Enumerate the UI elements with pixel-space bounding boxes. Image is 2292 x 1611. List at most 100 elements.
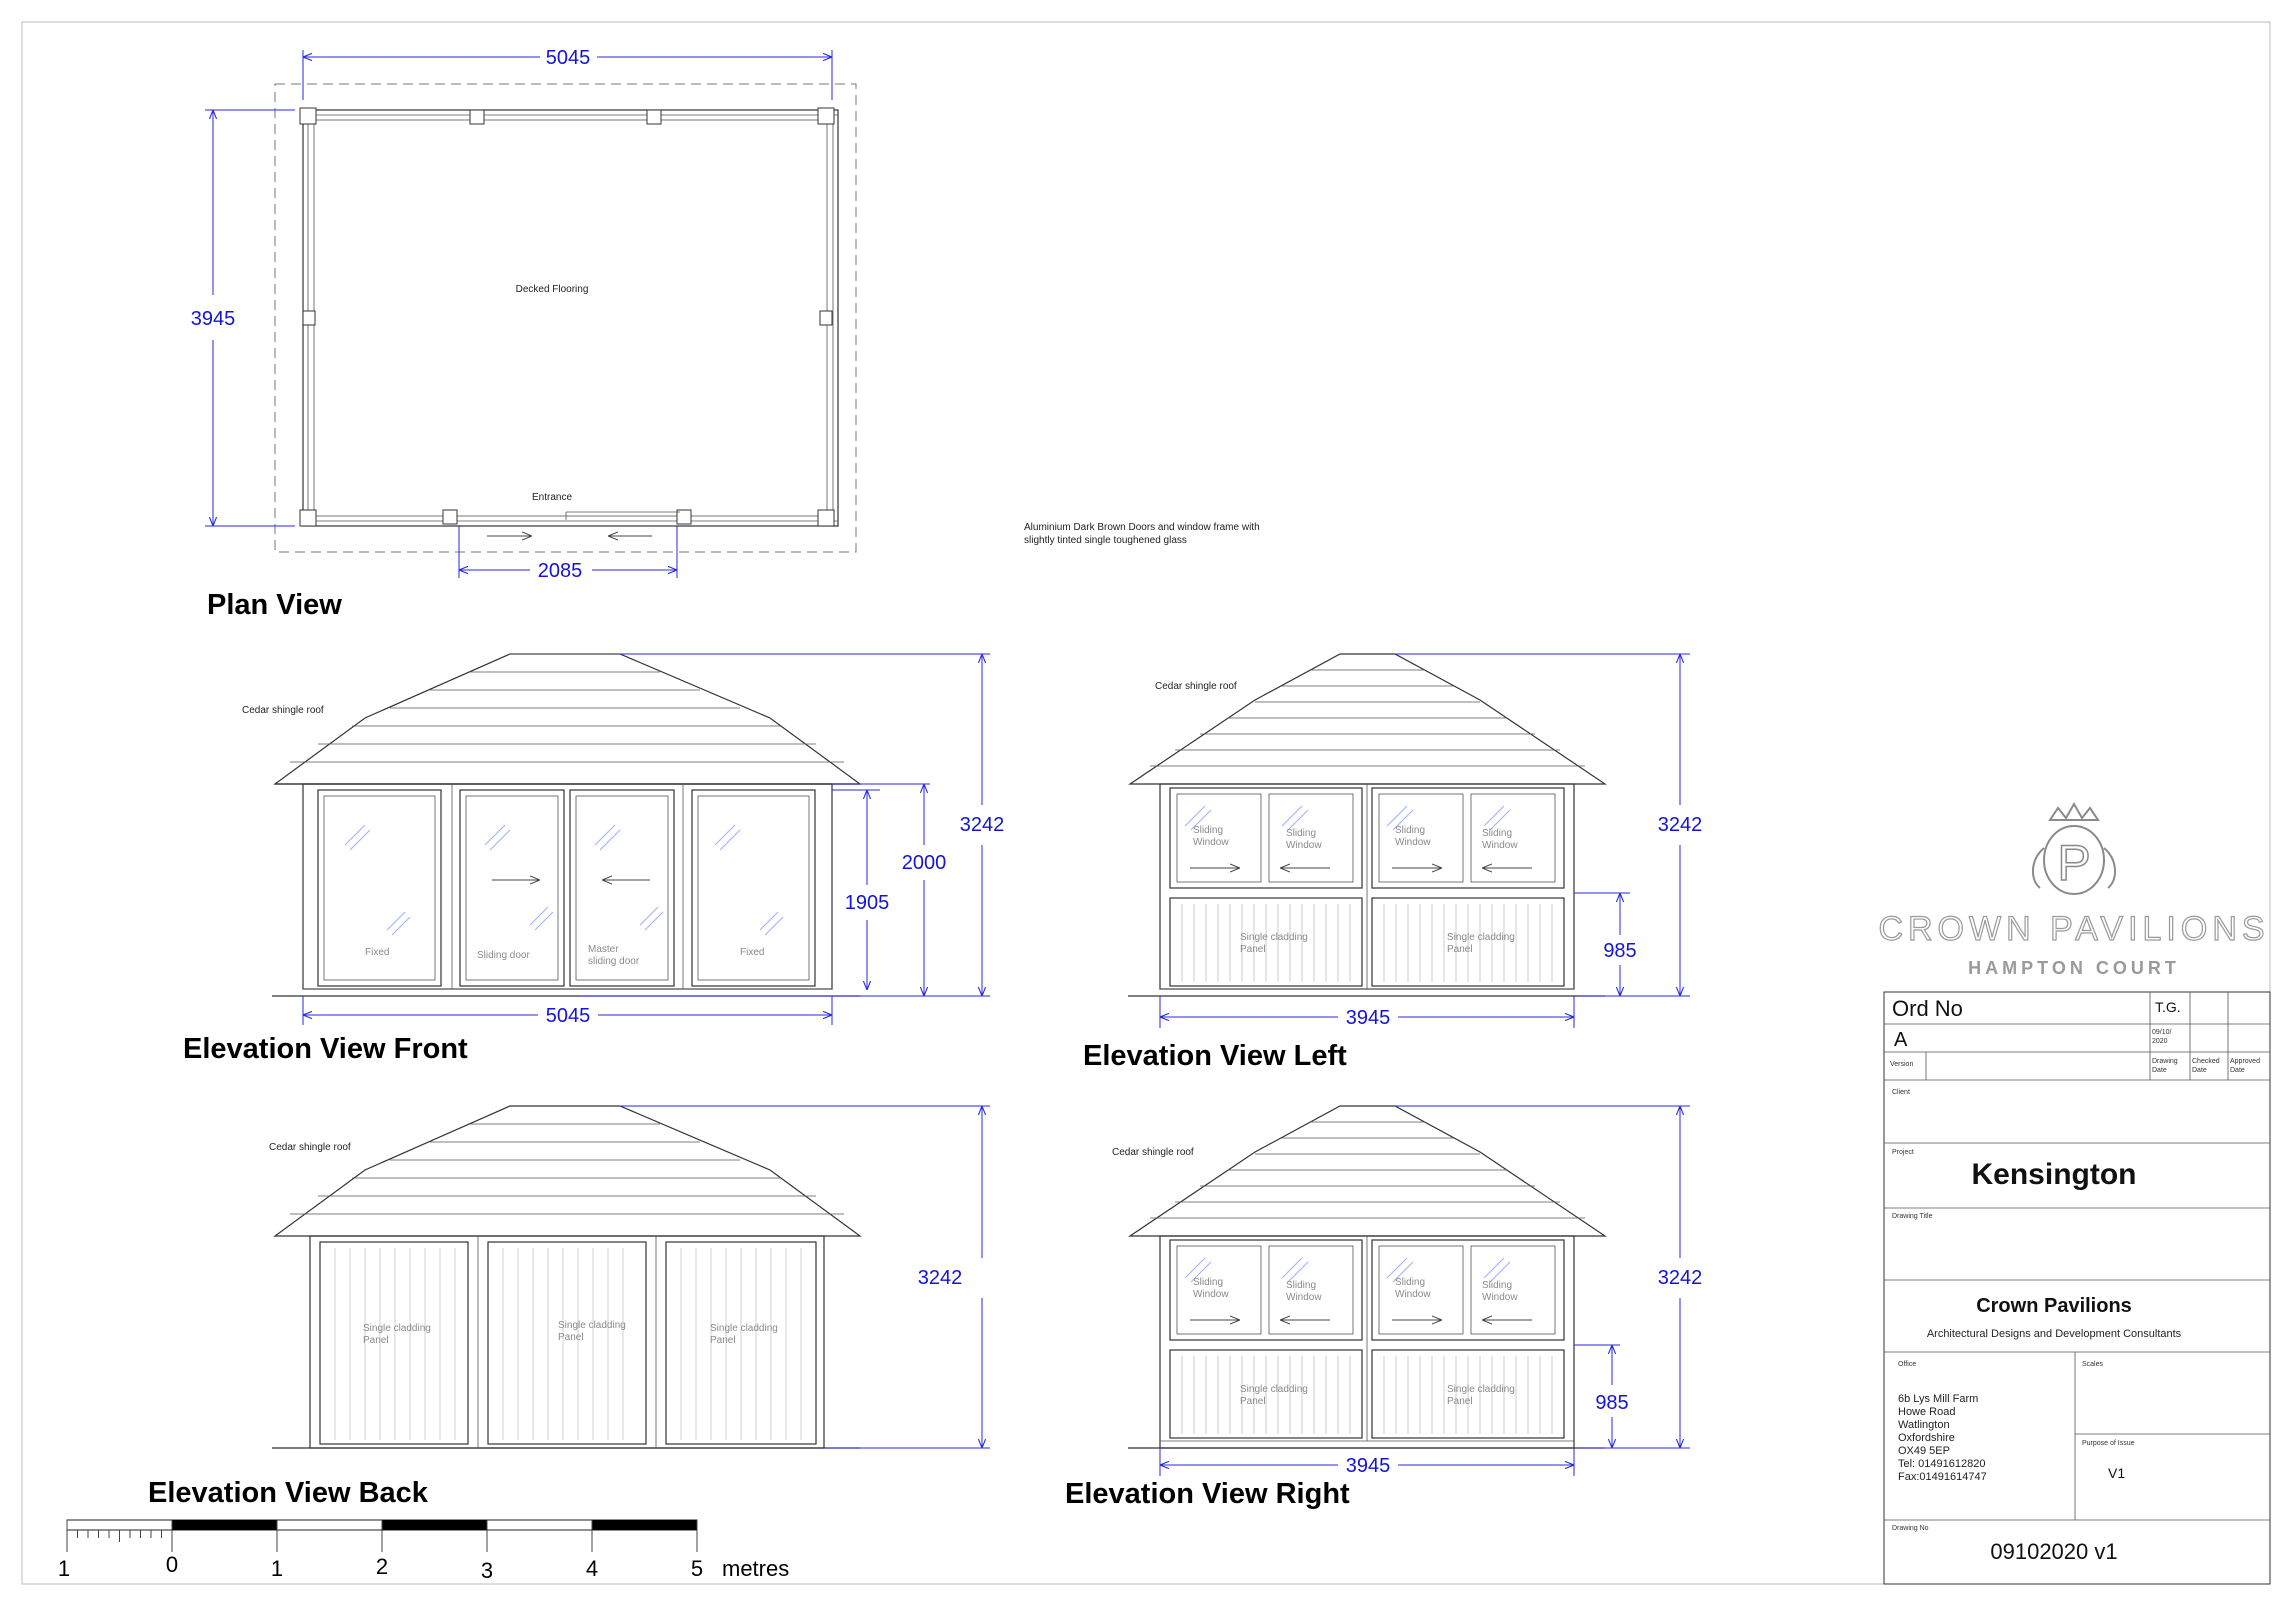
- office-address: 6b Lys Mill Farm Howe Road Watlington Ox…: [1898, 1393, 1987, 1483]
- front-panel-3-label-line2: sliding door: [588, 956, 640, 967]
- purpose-value: V1: [2108, 1465, 2125, 1481]
- right-window-3-label-line2: Window: [1395, 1289, 1431, 1300]
- back-height-value: 3242: [918, 1267, 963, 1289]
- scale-label-4: 3: [481, 1558, 493, 1583]
- left-panel-1-label-line1: Single cladding: [1240, 932, 1308, 943]
- right-sill-value: 985: [1595, 1392, 1628, 1414]
- address-line: OX49 5EP: [1898, 1445, 1950, 1457]
- address-line: Fax:01491614747: [1898, 1471, 1987, 1483]
- right-glass-reflections: [1184, 1257, 1511, 1283]
- back-panel-2-label-line2: Panel: [558, 1332, 584, 1343]
- left-windows: [1169, 787, 1565, 987]
- address-line: Tel: 01491612820: [1898, 1458, 1985, 1470]
- left-elevation-title: Elevation View Left: [1083, 1040, 1347, 1072]
- project-label: Project: [1892, 1149, 1914, 1156]
- left-window-4-label-line1: Sliding: [1482, 828, 1512, 839]
- approved-date-label-line2: Date: [2230, 1067, 2245, 1074]
- right-window-1-label-line1: Sliding: [1193, 1277, 1223, 1288]
- plan-view-title: Plan View: [207, 589, 342, 621]
- back-panels: [319, 1236, 817, 1448]
- drawing-date-label-line1: Drawing: [2152, 1058, 2178, 1065]
- front-panel-4-label: Fixed: [740, 947, 764, 958]
- drawing-date-value: 09/10/2020: [2152, 1029, 2172, 1045]
- company-tagline: Architectural Designs and Development Co…: [1927, 1328, 2182, 1340]
- plan-base-outline: [274, 83, 857, 553]
- right-window-1-label-line2: Window: [1193, 1289, 1229, 1300]
- left-width-value: 3945: [1346, 1007, 1391, 1029]
- project-name: Kensington: [1972, 1158, 2137, 1191]
- office-label: Office: [1898, 1361, 1916, 1368]
- monogram-letter: P: [2057, 835, 2090, 891]
- title-block: Ord No T.G. A 09/10/2020 Version Drawing…: [1883, 991, 2271, 1585]
- drawing-date-value-line1: 09/10/: [2152, 1029, 2172, 1036]
- front-roof: [273, 653, 862, 785]
- left-cladding-lines: [1181, 904, 1553, 982]
- floor-label: Decked Flooring: [516, 284, 589, 295]
- left-panel-2-label-line2: Panel: [1447, 944, 1473, 955]
- right-roof: [1128, 1105, 1607, 1237]
- right-height-value: 3242: [1658, 1267, 1703, 1289]
- right-cladding-lines: [1181, 1356, 1553, 1434]
- drawing-date-value-line2: 2020: [2152, 1038, 2168, 1045]
- back-panel-1-label-line2: Panel: [363, 1335, 389, 1346]
- checked-date-label-line2: Date: [2192, 1067, 2207, 1074]
- back-panel-1-label-line1: Single cladding: [363, 1323, 431, 1334]
- scale-label-5: 4: [586, 1556, 598, 1581]
- left-window-4-label-line2: Window: [1482, 840, 1518, 851]
- scale-label-0: 1: [58, 1556, 70, 1581]
- back-elevation-title: Elevation View Back: [148, 1477, 429, 1509]
- drawing-title-label: Drawing Title: [1892, 1213, 1933, 1220]
- address-line: Watlington: [1898, 1419, 1950, 1431]
- plan-width-value: 5045: [546, 47, 591, 69]
- scale-label-6: 5: [691, 1556, 703, 1581]
- brand-location: HAMPTON COURT: [1968, 958, 2180, 978]
- scale-unit: metres: [722, 1556, 789, 1581]
- crown-monogram-icon: [2032, 801, 2116, 895]
- back-roof: [273, 1105, 862, 1237]
- left-roof: [1128, 653, 1607, 785]
- material-note-line2: slightly tinted single toughened glass: [1024, 535, 1187, 546]
- right-panel-1-label-line1: Single cladding: [1240, 1384, 1308, 1395]
- right-panel-1-label-line2: Panel: [1240, 1396, 1266, 1407]
- right-window-2-label-line2: Window: [1286, 1292, 1322, 1303]
- front-glazing: [317, 784, 816, 989]
- right-window-2-label-line1: Sliding: [1286, 1280, 1316, 1291]
- plan-depth-value: 3945: [191, 308, 236, 330]
- front-eaves-value: 2000: [902, 852, 947, 874]
- right-window-4-label-line1: Sliding: [1482, 1280, 1512, 1291]
- address-line: 6b Lys Mill Farm: [1898, 1393, 1978, 1405]
- left-panel-1-label-line2: Panel: [1240, 944, 1266, 955]
- front-panel-2-label: Sliding door: [477, 950, 530, 961]
- entrance-value: 2085: [538, 560, 583, 582]
- front-width-value: 5045: [546, 1005, 591, 1027]
- right-panel-2-label-line1: Single cladding: [1447, 1384, 1515, 1395]
- right-roof-label: Cedar shingle roof: [1112, 1147, 1194, 1158]
- version-label: Version: [1890, 1061, 1913, 1068]
- brand-name: CROWN PAVILIONS: [1878, 910, 2269, 948]
- drawing-no-label: Drawing No: [1892, 1525, 1929, 1532]
- plan-inner-frame: [313, 119, 828, 517]
- back-cladding-lines: [334, 1248, 802, 1440]
- back-panel-3-label-line1: Single cladding: [710, 1323, 778, 1334]
- left-glass-reflections: [1184, 805, 1511, 831]
- front-door-value: 1905: [845, 892, 890, 914]
- scale-label-2: 1: [271, 1556, 283, 1581]
- back-panel-2-label-line1: Single cladding: [558, 1320, 626, 1331]
- front-elevation-title: Elevation View Front: [183, 1033, 468, 1065]
- left-window-1-label-line1: Sliding: [1193, 825, 1223, 836]
- left-window-2-label-line1: Sliding: [1286, 828, 1316, 839]
